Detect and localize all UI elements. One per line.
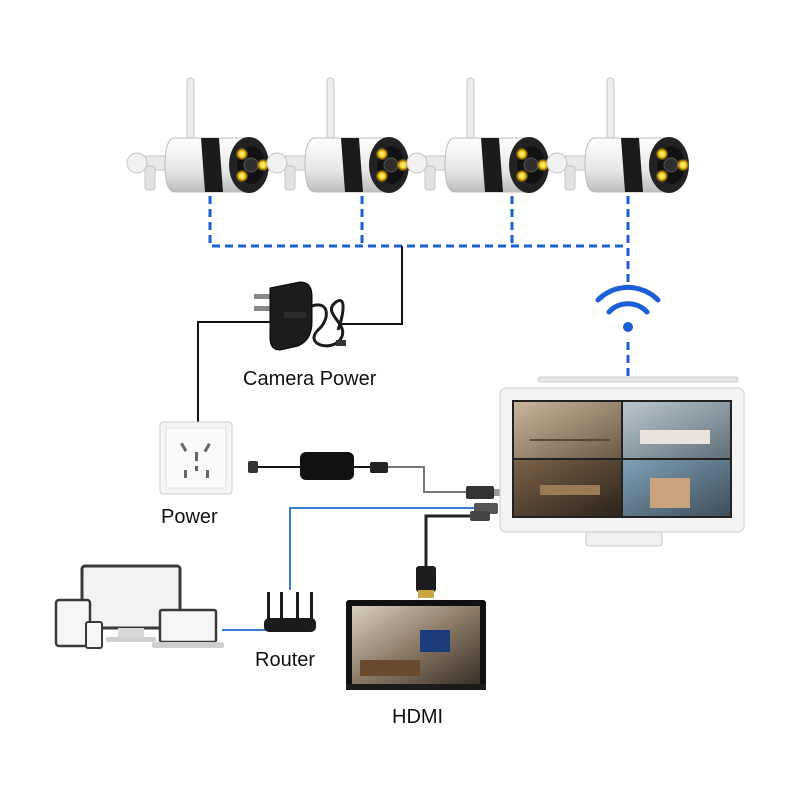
- hdmi-cable: [416, 511, 490, 598]
- power-label: Power: [161, 506, 218, 529]
- camera-3: [407, 78, 549, 193]
- nvr-power-cable: [248, 452, 500, 499]
- nvr-monitor-icon: [500, 377, 744, 546]
- wall-socket-icon: [160, 422, 232, 494]
- tv-monitor-icon: [346, 600, 486, 690]
- router-icon: [264, 592, 316, 632]
- power-adapter-icon: [254, 282, 346, 350]
- router-label: Router: [255, 649, 315, 672]
- wifi-icon: [598, 287, 658, 332]
- camera-2: [267, 78, 409, 193]
- camera-power-label: Camera Power: [243, 368, 376, 391]
- hdmi-label: HDMI: [392, 706, 443, 729]
- camera-1: [127, 78, 269, 193]
- camera-4: [547, 78, 689, 193]
- client-devices-icon: [56, 566, 224, 648]
